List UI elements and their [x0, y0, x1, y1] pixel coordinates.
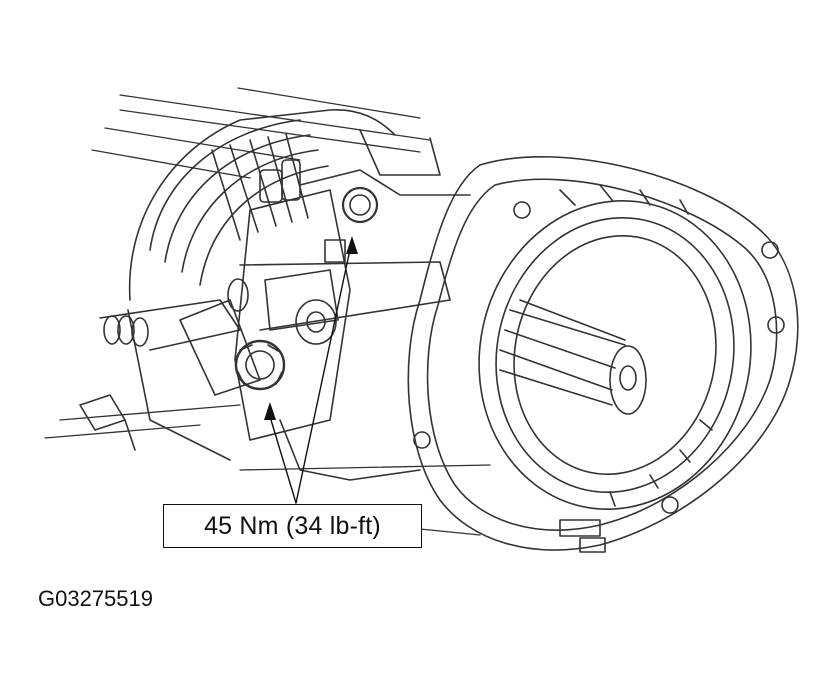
output-shaft [499, 299, 647, 415]
rear-flange [407, 155, 799, 553]
figure-id: G03275519 [38, 586, 153, 611]
torque-callout: 45 Nm (34 lb-ft) [163, 504, 422, 548]
upper-bolt [341, 186, 379, 224]
extension-housing [227, 169, 471, 481]
lower-bolt-arrow [264, 402, 276, 420]
shift-linkage [79, 299, 261, 451]
upper-bolt-arrow [346, 236, 358, 254]
lower-bolt [234, 339, 286, 391]
callout-leaders [267, 239, 353, 504]
torque-spec-label: 45 Nm (34 lb-ft) [204, 511, 381, 540]
case-ribs [127, 109, 441, 461]
